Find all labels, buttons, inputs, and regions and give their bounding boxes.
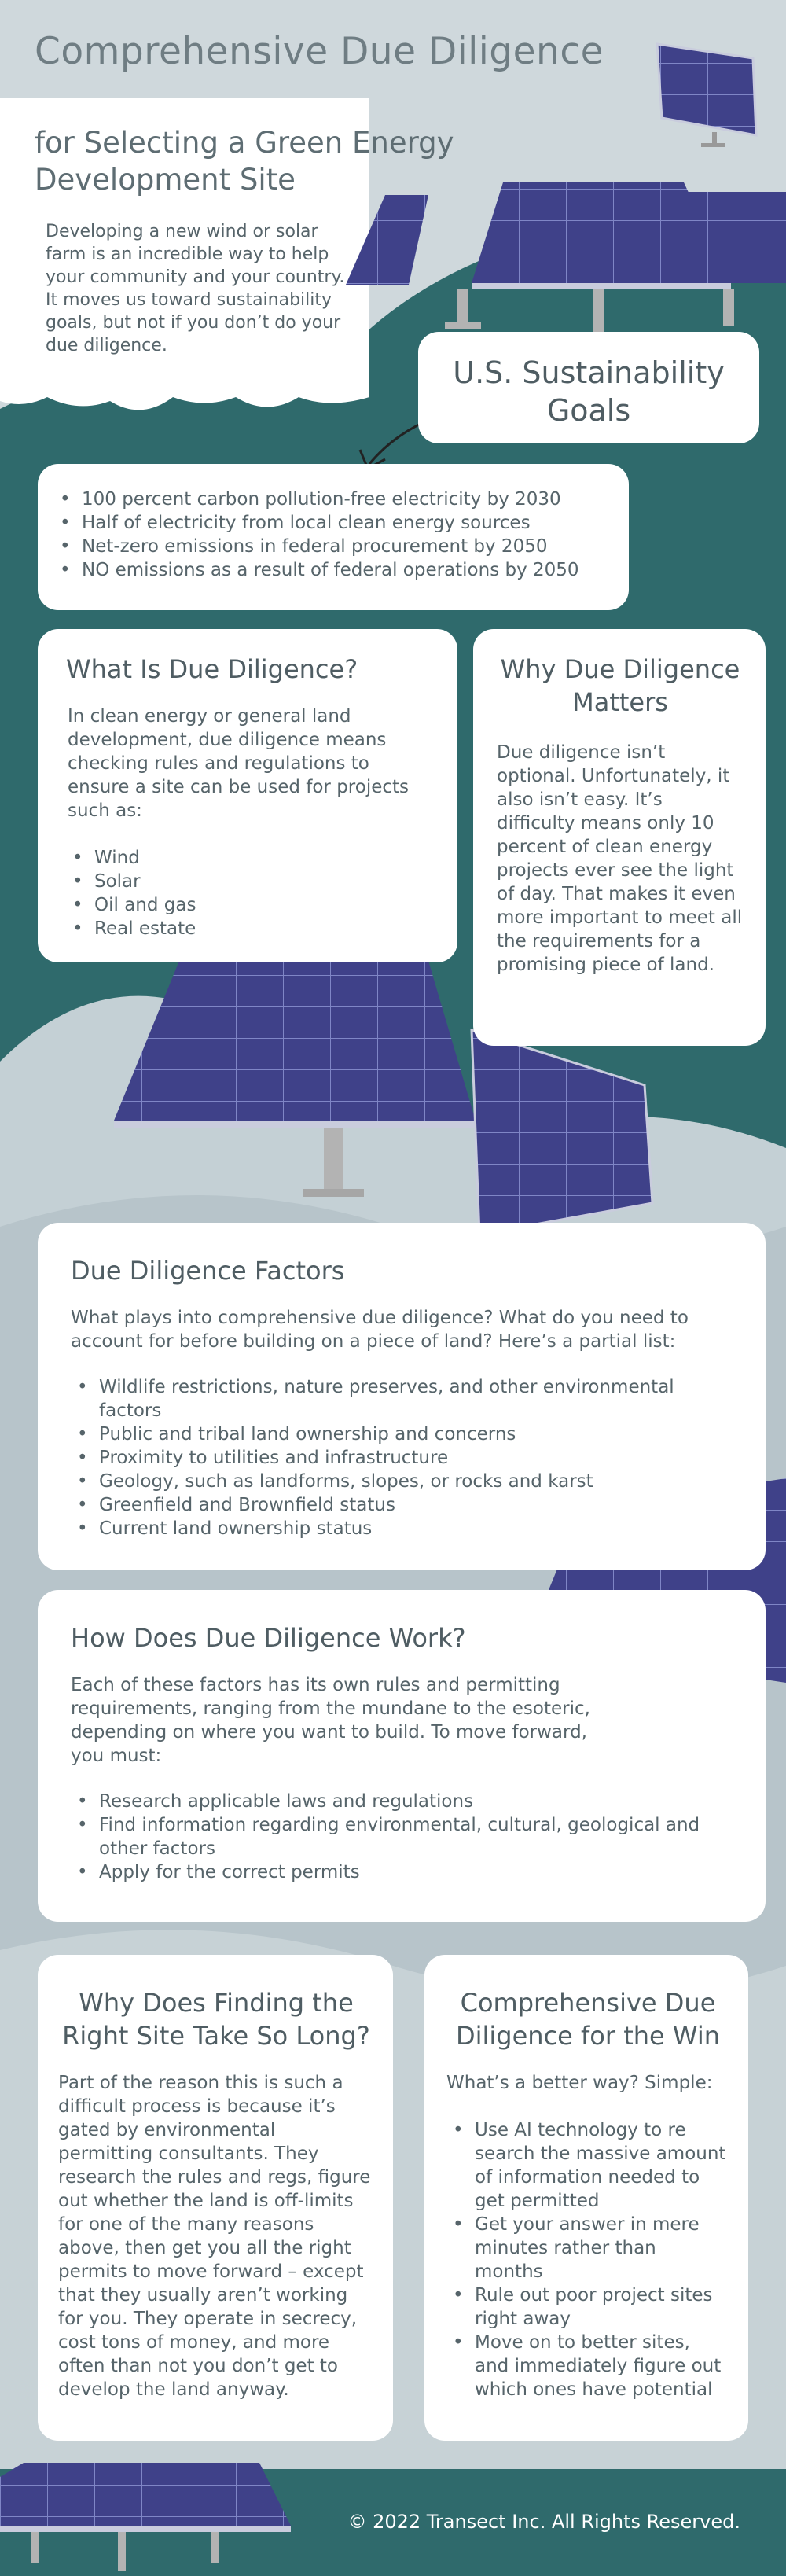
list-item: Half of electricity from local clean ene… [53,511,613,535]
list-item: Geology, such as landforms, slopes, or r… [71,1470,700,1493]
solar-panel-footer-icon [0,2463,291,2571]
why-long-title: Why Does Finding the Right Site Take So … [62,1988,370,2051]
why-matters-title: Why Due Diligence Matters [500,654,740,717]
what-is-title: What Is Due Diligence? [66,654,358,684]
how-works-body: Each of these factors has its own rules … [71,1675,590,1766]
goals-title-card: U.S. Sustainability Goals [418,332,759,443]
list-item: Public and tribal land ownership and con… [71,1422,700,1446]
list-item: Net-zero emissions in federal procuremen… [53,535,613,558]
factors-body: What plays into comprehensive due dilige… [71,1308,689,1352]
list-item: Move on to better sites, and immediately… [446,2331,729,2401]
solar-panel-large-icon [114,948,654,1268]
goals-title: U.S. Sustainability Goals [453,355,725,428]
how-works-list: Research applicable laws and regulations… [71,1790,739,1884]
list-item: Apply for the correct permits [71,1860,739,1884]
list-item: Proximity to utilities and infrastructur… [71,1446,700,1470]
win-title: Comprehensive Due Diligence for the Win [455,1988,720,2051]
what-is-list: Wind Solar Oil and gas Real estate [66,846,432,940]
factors-list: Wildlife restrictions, nature preserves,… [71,1375,700,1540]
goals-list: 100 percent carbon pollution-free electr… [53,488,613,582]
why-matters-body: Due diligence isn’t optional. Unfortunat… [497,742,743,975]
win-body: What’s a better way? Simple: [446,2073,713,2093]
factors-title: Due Diligence Factors [71,1256,345,1286]
list-item: Oil and gas [66,893,432,917]
intro-paper [0,98,369,410]
list-item: Real estate [66,917,432,940]
how-works-card: How Does Due Diligence Work? Each of the… [38,1590,766,1922]
solar-panel-array-icon [346,182,786,340]
what-is-body: In clean energy or general land developm… [68,706,410,821]
list-item: Find information regarding environmental… [71,1813,739,1860]
list-item: Use AI technology to re search the massi… [446,2118,729,2213]
copyright-text: © 2022 Transect Inc. All Rights Reserved… [347,2511,740,2533]
list-item: NO emissions as a result of federal oper… [53,558,613,582]
page-subtitle: for Selecting a Green Energy Development… [35,126,454,197]
why-long-body: Part of the reason this is such a diffic… [58,2073,371,2400]
list-item: Get your answer in mere minutes rather t… [446,2213,729,2283]
why-long-card: Why Does Finding the Right Site Take So … [38,1955,393,2441]
list-item: Wildlife restrictions, nature preserves,… [71,1375,700,1422]
list-item: Greenfield and Brownfield status [71,1493,700,1517]
factors-card: Due Diligence Factors What plays into co… [38,1223,766,1570]
list-item: Research applicable laws and regulations [71,1790,739,1813]
win-card: Comprehensive Due Diligence for the Win … [424,1955,748,2441]
intro-text: Developing a new wind or solar farm is a… [46,222,345,355]
why-matters-card: Why Due Diligence Matters Due diligence … [473,629,766,1046]
win-list: Use AI technology to re search the massi… [446,2118,729,2401]
page-title: Comprehensive Due Diligence [35,30,604,73]
what-is-card: What Is Due Diligence? In clean energy o… [38,629,457,962]
list-item: Current land ownership status [71,1517,700,1540]
solar-panel-icon [656,42,758,147]
list-item: Solar [66,870,432,893]
list-item: 100 percent carbon pollution-free electr… [53,488,613,511]
list-item: Wind [66,846,432,870]
how-works-title: How Does Due Diligence Work? [71,1623,466,1653]
list-item: Rule out poor project sites right away [446,2283,729,2331]
goals-list-card: 100 percent carbon pollution-free electr… [38,464,629,610]
